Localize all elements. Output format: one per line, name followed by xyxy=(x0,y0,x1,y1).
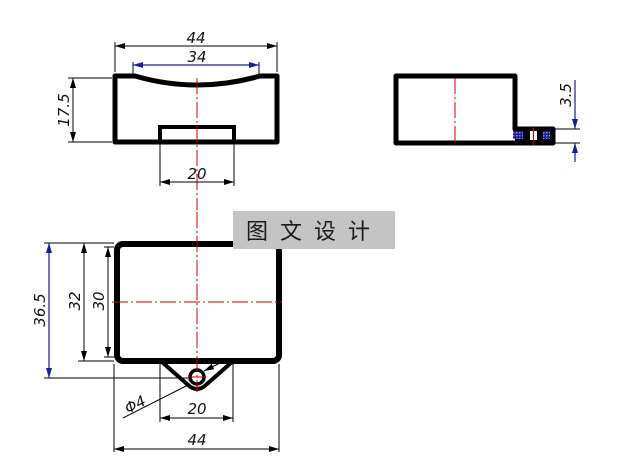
hatch-section-right xyxy=(543,131,550,139)
dim-label-34: 34 xyxy=(187,48,206,66)
side-view: 3.5 xyxy=(393,73,580,162)
watermark: 图文设计 xyxy=(233,211,395,249)
dim-label-32: 32 xyxy=(66,291,84,310)
top-view: 44 34 17.5 20 xyxy=(55,29,280,210)
dim-label-30: 30 xyxy=(90,291,108,310)
dim-label-44-bottom: 44 xyxy=(187,431,206,449)
top-view-body-outline xyxy=(112,73,280,145)
hatch-section-left xyxy=(513,131,523,139)
dim-label-44-top: 44 xyxy=(186,29,205,47)
leader-phi4 xyxy=(122,383,191,419)
dim-label-20-top: 20 xyxy=(187,165,206,183)
dim-label-36-5: 36.5 xyxy=(31,293,49,326)
dim-label-phi4: Φ4 xyxy=(122,392,149,418)
dim-label-17-5: 17.5 xyxy=(55,93,73,126)
dim-label-20-front: 20 xyxy=(187,400,206,418)
dim-label-3-5: 3.5 xyxy=(557,83,575,107)
